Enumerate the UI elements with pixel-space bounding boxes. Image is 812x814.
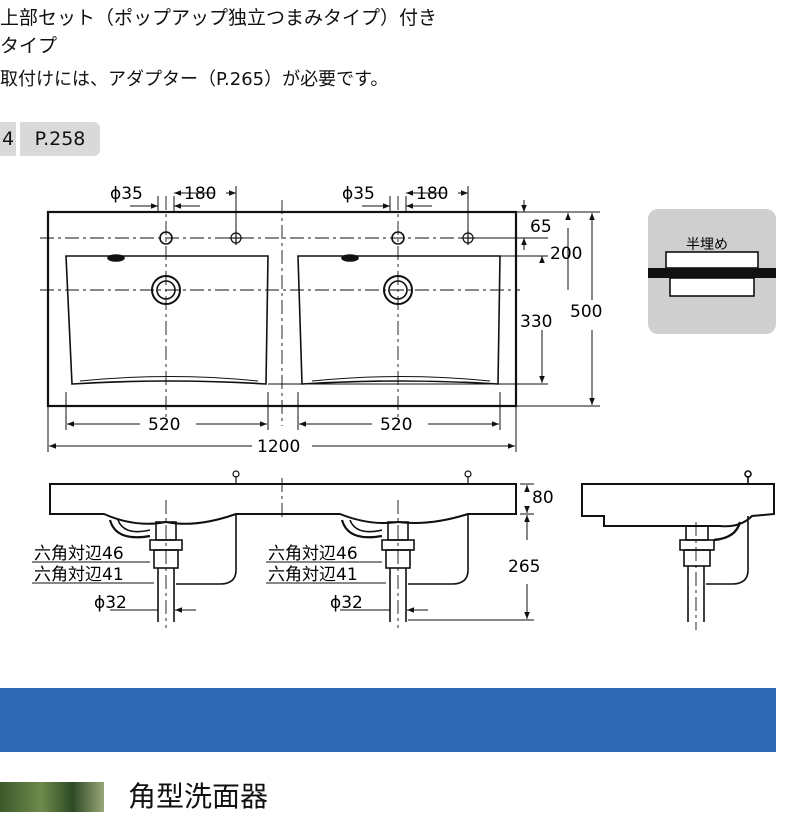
product-thumbnail <box>0 782 104 812</box>
section-band <box>0 688 776 752</box>
plan-view <box>40 196 520 426</box>
header-line-2: タイプ <box>0 35 58 57</box>
dim-offset-1: 180 <box>184 184 216 204</box>
product-name: 角型洗面器 <box>128 780 269 813</box>
dim-faucet-dia-2: ϕ35 <box>342 184 375 204</box>
dim-offset-2: 180 <box>416 184 448 204</box>
dim-200: 200 <box>550 244 582 264</box>
front-dimensions <box>32 483 534 621</box>
tag-left: 4 <box>0 122 16 156</box>
half-embedded-symbol-icon <box>648 251 776 297</box>
dim-total-width: 1200 <box>257 437 300 457</box>
page-ref-tag[interactable]: P.258 <box>20 122 100 156</box>
header-line-3: 取付けには、アダプター（P.265）が必要です。 <box>0 69 389 90</box>
dim-330: 330 <box>520 312 552 332</box>
dim-65: 65 <box>530 217 552 237</box>
dim-hex46-2: 六角対辺46 <box>268 544 358 564</box>
dim-80: 80 <box>532 488 554 508</box>
dim-500: 500 <box>570 302 602 322</box>
side-view <box>581 470 775 630</box>
inset-label: 半埋め <box>686 237 728 253</box>
plan-dimensions <box>47 186 600 452</box>
dim-bowl-width-2: 520 <box>380 415 412 435</box>
header-line-1: 上部セット（ポップアップ独立つまみタイプ）付き <box>0 7 438 29</box>
front-view <box>49 470 517 628</box>
dim-faucet-dia-1: ϕ35 <box>110 184 143 204</box>
dim-bowl-width-1: 520 <box>148 415 180 435</box>
dim-hex41-2: 六角対辺41 <box>268 565 358 585</box>
dim-pipe-1: ϕ32 <box>94 593 127 613</box>
dim-hex41-1: 六角対辺41 <box>34 565 124 585</box>
dim-265: 265 <box>508 557 540 577</box>
dim-pipe-2: ϕ32 <box>330 593 363 613</box>
dim-hex46-1: 六角対辺46 <box>34 544 124 564</box>
